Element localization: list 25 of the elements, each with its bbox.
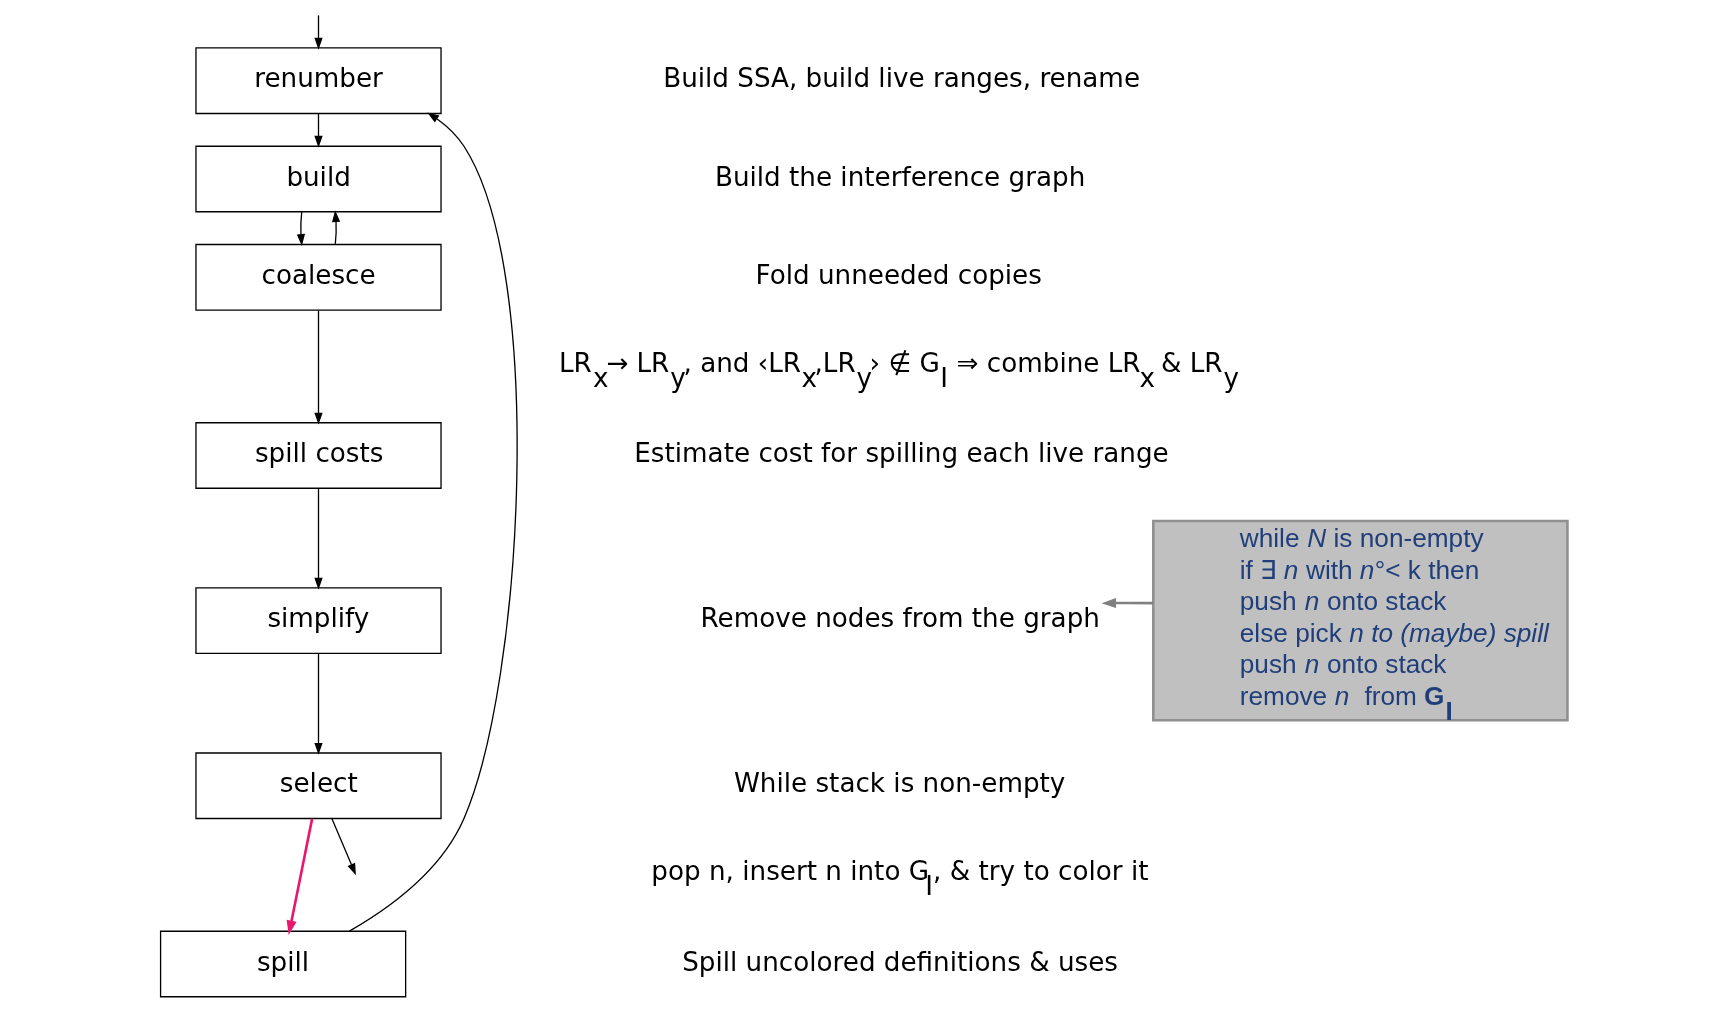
arrow <box>313 112 323 148</box>
arrow <box>313 487 323 590</box>
label: Estimate cost for spilling each live range <box>633 437 1169 468</box>
arrow <box>1101 597 1153 608</box>
node-text: Remove nodes from the graph <box>700 602 1100 633</box>
node-box: renumber <box>194 46 442 114</box>
node-box: build <box>194 145 442 212</box>
label: Fold unneeded copies <box>755 259 1042 290</box>
node-box: spill <box>159 930 406 997</box>
label: Build the interference graph <box>714 161 1085 192</box>
arrow <box>330 817 356 875</box>
arrow <box>313 14 323 50</box>
label: While stack is non-empty <box>733 767 1065 798</box>
node-box: spill costs <box>194 421 442 489</box>
label: Build SSA, build live ranges, rename <box>662 62 1140 93</box>
label: Spill uncolored definitions & uses <box>681 946 1118 977</box>
arrow <box>296 211 305 246</box>
node-box: simplify <box>194 586 442 654</box>
node-box: select <box>194 751 442 819</box>
arrow <box>313 652 323 755</box>
arrow <box>348 111 517 932</box>
arrow <box>313 309 323 425</box>
arrow <box>286 818 313 935</box>
node-box: coalesce <box>194 243 442 311</box>
arrow <box>331 209 340 245</box>
